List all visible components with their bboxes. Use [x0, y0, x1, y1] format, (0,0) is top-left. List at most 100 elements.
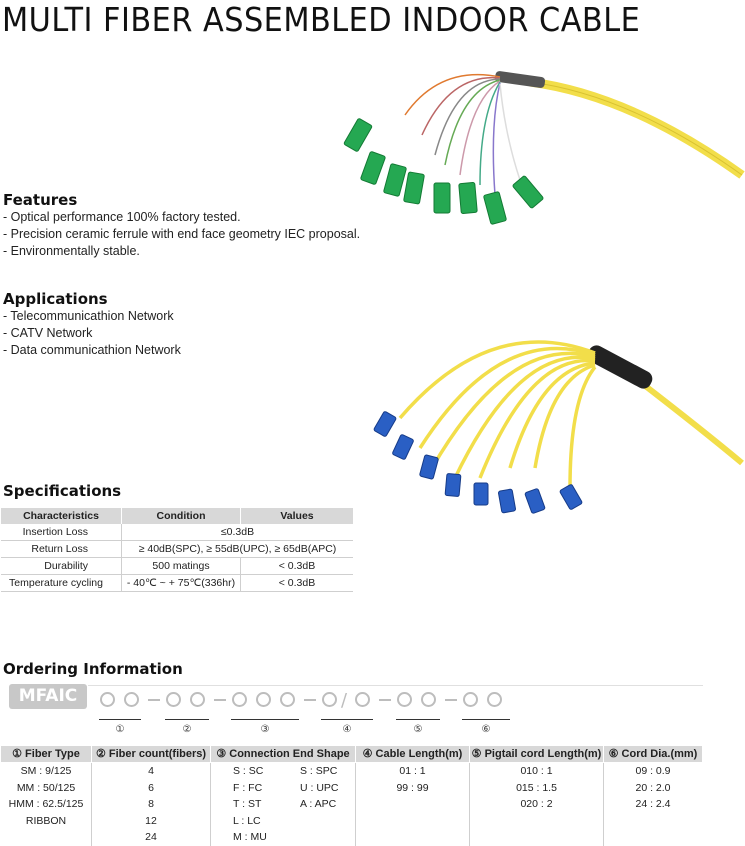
list-item: 4	[148, 765, 154, 777]
list-item: 09 : 0.9	[635, 765, 671, 777]
list-item: S : SC	[233, 765, 264, 777]
code-placeholder-circle	[124, 692, 139, 707]
list-item: 99 : 99	[396, 781, 429, 794]
code-number: ④	[342, 724, 352, 735]
column-divider	[603, 763, 604, 846]
fiber-count-values: 4 6 8 12 24	[92, 763, 210, 846]
code-number: ②	[182, 724, 192, 735]
table-header-row: Characteristics Condition Values	[1, 508, 353, 524]
product-code-badge: MFAIC	[9, 684, 87, 709]
list-item: 020 : 2	[520, 798, 553, 810]
list-item: HMM : 62.5/125	[8, 798, 84, 810]
table-cell: < 0.3dB	[240, 574, 353, 592]
list-item: 6	[148, 781, 154, 794]
feature-item: - Precision ceramic ferrule with end fac…	[3, 227, 361, 241]
code-dash	[214, 699, 226, 701]
code-placeholder-circle	[463, 692, 478, 707]
column-divider	[91, 763, 92, 846]
column-header-fiber-count: ② Fiber count(fibers)	[92, 746, 210, 762]
list-item: 20 : 2.0	[635, 781, 671, 794]
table-cell: Insertion Loss	[1, 524, 122, 541]
column-divider	[469, 763, 470, 846]
table-cell: - 40℃ ~ + 75℃(336hr)	[121, 574, 241, 592]
column-header-cable-length: ④ Cable Length(m)	[356, 746, 469, 762]
list-item: 015 : 1.5	[516, 781, 557, 794]
list-item: M : MU	[233, 831, 267, 843]
table-cell: Return Loss	[1, 540, 122, 558]
code-placeholder-circle	[166, 692, 181, 707]
features-heading: Features	[3, 191, 78, 209]
list-item: T : ST	[233, 798, 262, 810]
applications-list: - Telecommunicathion Network - CATV Netw…	[3, 308, 181, 359]
table-cell: < 0.3dB	[240, 557, 353, 575]
column-divider	[210, 763, 211, 846]
column-divider	[355, 763, 356, 846]
list-item: 24	[145, 831, 157, 843]
table-row: Return Loss ≥ 40dB(SPC), ≥ 55dB(UPC), ≥ …	[1, 540, 353, 558]
page-title: MULTI FIBER ASSEMBLED INDOOR CABLE	[2, 0, 641, 39]
divider	[88, 685, 703, 686]
green-connector-cable-image	[343, 71, 745, 225]
application-item: - CATV Network	[3, 326, 93, 340]
code-underline	[231, 719, 299, 720]
column-header: Characteristics	[1, 508, 122, 524]
column-header-cord-dia: ⑥ Cord Dia.(mm)	[604, 746, 702, 762]
code-number: ⑥	[481, 724, 491, 735]
code-placeholder-circle	[421, 692, 436, 707]
ordering-heading: Ordering Information	[3, 660, 183, 678]
code-underline	[396, 719, 440, 720]
code-underline	[99, 719, 141, 720]
pigtail-length-values: 010 : 1 015 : 1.5 020 : 2	[470, 763, 603, 813]
list-item: U : UPC	[300, 781, 339, 794]
table-row: Temperature cycling - 40℃ ~ + 75℃(336hr)…	[1, 574, 353, 592]
code-underline	[462, 719, 510, 720]
code-underline	[165, 719, 209, 720]
list-item: 8	[148, 798, 154, 810]
code-placeholder-circle	[355, 692, 370, 707]
code-placeholder-circle	[100, 692, 115, 707]
code-placeholder-circle	[280, 692, 295, 707]
application-item: - Telecommunicathion Network	[3, 309, 174, 323]
code-dash	[304, 699, 316, 701]
code-placeholder-circle	[322, 692, 337, 707]
table-cell: 500 matings	[121, 557, 241, 575]
code-dash	[445, 699, 457, 701]
table-cell: Temperature cycling	[1, 574, 122, 592]
column-header-connection-end: ③ Connection End Shape	[211, 746, 355, 762]
code-placeholder-circle	[397, 692, 412, 707]
code-placeholder-circle	[487, 692, 502, 707]
code-placeholder-circle	[256, 692, 271, 707]
list-item: 12	[145, 814, 157, 827]
code-placeholder-circle	[190, 692, 205, 707]
list-item: S : SPC	[300, 765, 338, 777]
table-cell: Durability	[1, 557, 122, 575]
specifications-heading: Specifications	[3, 482, 122, 500]
column-header: Condition	[121, 508, 241, 524]
table-row: Durability 500 matings < 0.3dB	[1, 557, 353, 575]
applications-heading: Applications	[3, 290, 108, 308]
code-underline	[321, 719, 373, 720]
list-item: 010 : 1	[520, 765, 553, 777]
features-list: - Optical performance 100% factory teste…	[3, 209, 360, 260]
feature-item: - Optical performance 100% factory teste…	[3, 210, 241, 224]
fiber-type-values: SM : 9/125 MM : 50/125 HMM : 62.5/125 RI…	[1, 763, 91, 829]
table-row: Insertion Loss ≤0.3dB	[1, 524, 353, 541]
column-header-fiber-type: ① Fiber Type	[1, 746, 91, 762]
blue-connector-cable-image	[373, 340, 744, 514]
code-dash	[379, 699, 391, 701]
code-placeholder-circle	[232, 692, 247, 707]
code-number: ⑤	[413, 724, 423, 735]
table-cell: ≥ 40dB(SPC), ≥ 55dB(UPC), ≥ 65dB(APC)	[121, 540, 353, 558]
application-item: - Data communicathion Network	[3, 343, 181, 357]
polish-type-values: S : SPC U : UPC A : APC	[300, 763, 339, 813]
list-item: L : LC	[233, 814, 261, 827]
column-header-pigtail-length: ⑤ Pigtail cord Length(m)	[470, 746, 603, 762]
list-item: 24 : 2.4	[635, 798, 671, 810]
list-item: RIBBON	[25, 814, 67, 827]
connector-type-values: S : SC F : FC T : ST L : LC M : MU	[233, 763, 267, 846]
list-item: MM : 50/125	[16, 781, 76, 794]
feature-item: - Environmentally stable.	[3, 244, 140, 258]
code-number: ①	[115, 724, 125, 735]
code-slash: /	[341, 690, 348, 711]
cable-length-values: 01 : 1 99 : 99	[356, 763, 469, 796]
